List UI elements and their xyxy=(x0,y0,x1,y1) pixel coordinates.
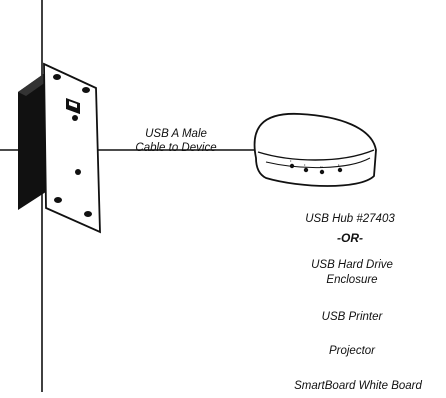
plate-screw-top-left xyxy=(53,74,61,80)
plate-screw-bottom-right xyxy=(84,211,92,217)
alternative-hard-drive-line-1: USB Hard Drive xyxy=(311,259,393,271)
svg-text:•: • xyxy=(290,158,292,163)
hub-led-2 xyxy=(303,167,309,173)
usb-wall-plate xyxy=(43,62,101,234)
usb-hub-device: • • •• • xyxy=(253,113,377,187)
alternative-smartboard: SmartBoard White Board xyxy=(294,380,422,392)
cable-label-line-1: USB A Male xyxy=(145,128,207,140)
svg-text:•: • xyxy=(304,162,306,167)
hub-led-4 xyxy=(337,167,343,173)
or-separator: -OR- xyxy=(337,231,363,245)
plate-screw-bottom-left xyxy=(54,197,62,203)
hub-model-label: USB Hub #27403 xyxy=(305,213,395,225)
alternative-hard-drive-line-2: Enclosure xyxy=(326,274,377,286)
plate-screw-bottom xyxy=(75,169,81,175)
hub-led-1 xyxy=(289,163,295,169)
alternative-printer: USB Printer xyxy=(322,311,384,323)
cable-label-line-2: Cable to Device xyxy=(135,142,216,154)
svg-text:••: •• xyxy=(320,164,323,169)
plate-mount-screw xyxy=(72,115,78,121)
alternative-projector: Projector xyxy=(329,345,376,357)
svg-text:•: • xyxy=(338,162,340,167)
plate-screw-top-right xyxy=(82,87,90,93)
hub-led-3 xyxy=(319,169,325,175)
